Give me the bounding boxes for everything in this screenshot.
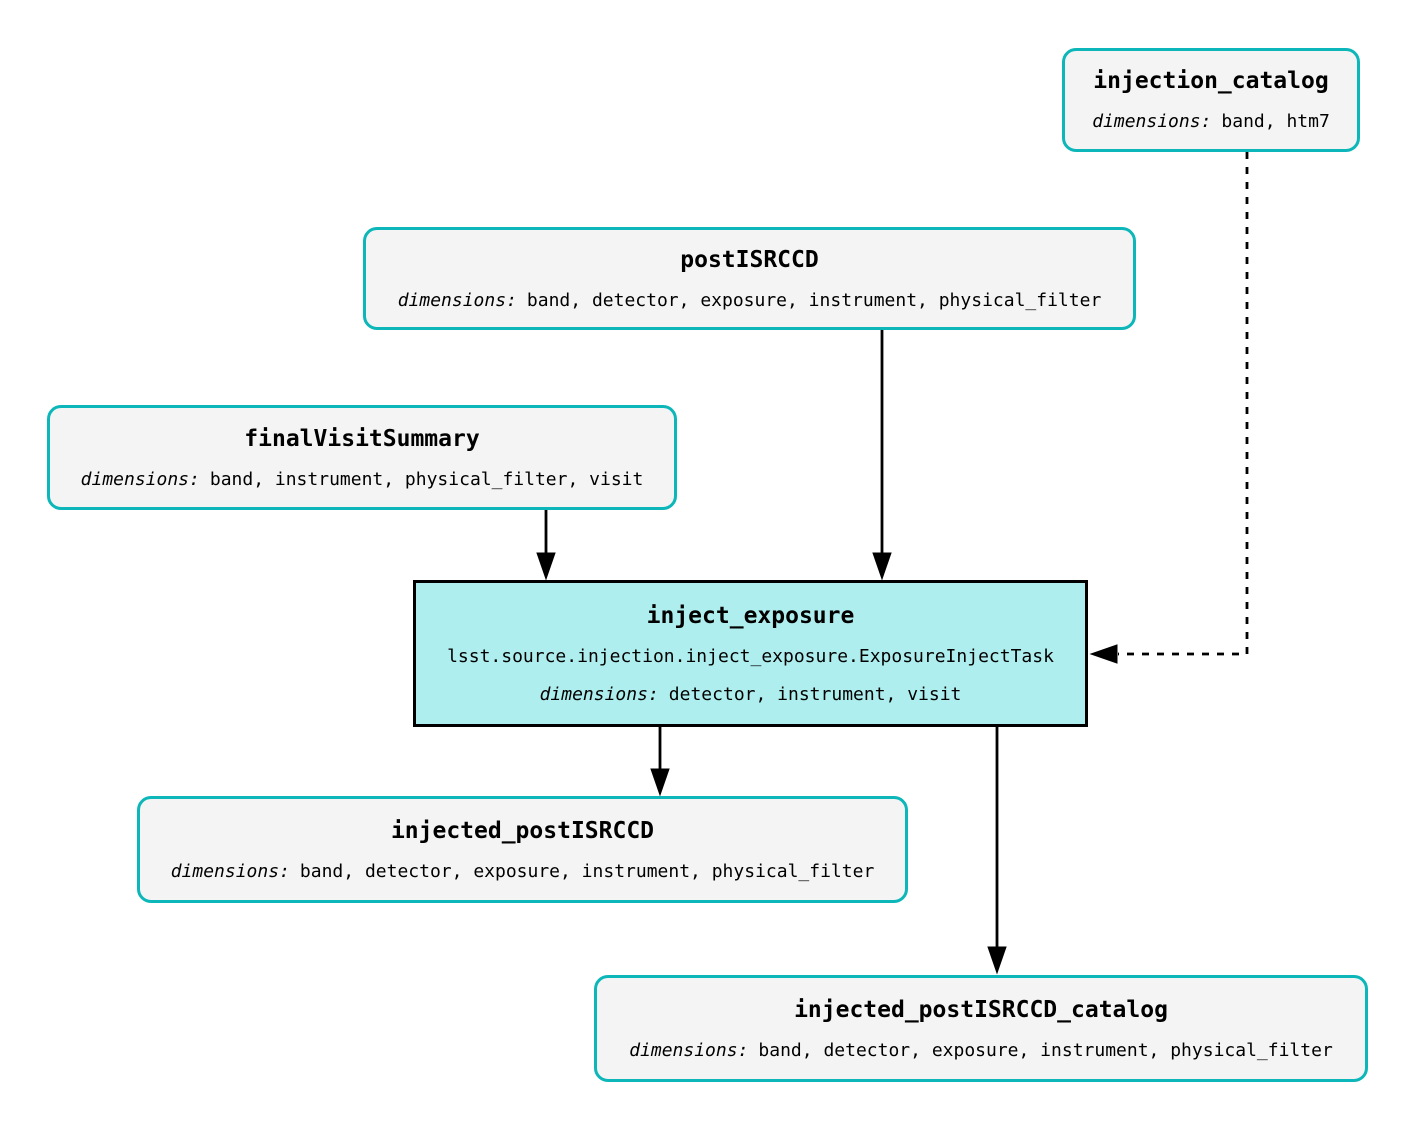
dimensions-value: detector, instrument, visit [668, 683, 962, 705]
edge-postisrccd-to-inject-exposure [872, 330, 892, 581]
dimensions-value: band, detector, exposure, instrument, ph… [299, 860, 875, 882]
dataset-node-postisrccd: postISRCCD dimensions: band, detector, ex… [363, 227, 1136, 330]
node-title: finalVisitSummary [244, 425, 480, 452]
node-title: injected_postISRCCD_catalog [794, 996, 1168, 1023]
node-dimensions: dimensions: detector, instrument, visit [539, 683, 962, 705]
dimensions-label: dimensions: [539, 683, 659, 705]
dimensions-value: band, instrument, physical_filter, visit [209, 468, 644, 490]
node-dimensions: dimensions: band, htm7 [1092, 112, 1330, 132]
arrowhead-left-icon [1089, 644, 1118, 664]
task-node-inject-exposure: inject_exposure lsst.source.injection.in… [413, 580, 1088, 727]
node-dimensions: dimensions: band, detector, exposure, ins… [170, 860, 875, 882]
dimensions-label: dimensions: [80, 468, 200, 490]
node-dimensions: dimensions: band, detector, exposure, ins… [629, 1039, 1333, 1061]
node-dimensions: dimensions: band, instrument, physical_fi… [80, 468, 644, 490]
dataset-node-injection-catalog: injection_catalog dimensions: band, htm7 [1062, 48, 1360, 152]
node-title: postISRCCD [680, 246, 819, 273]
node-title: injection_catalog [1093, 68, 1329, 94]
edge-finalvisitsummary-to-inject-exposure [536, 510, 556, 581]
node-title: inject_exposure [646, 602, 855, 629]
task-class: lsst.source.injection.inject_exposure.Ex… [447, 645, 1054, 667]
arrowhead-down-icon [650, 768, 670, 797]
dimensions-label: dimensions: [170, 860, 290, 882]
arrowhead-down-icon [536, 552, 556, 581]
arrowhead-down-icon [872, 552, 892, 581]
edge-inject-exposure-to-injected-postisrccd-catalog [987, 727, 1007, 975]
node-dimensions: dimensions: band, detector, exposure, ins… [397, 289, 1102, 311]
dimensions-value: band, detector, exposure, instrument, ph… [526, 289, 1102, 311]
dimensions-label: dimensions: [397, 289, 517, 311]
dimensions-label: dimensions: [629, 1039, 749, 1061]
dataset-node-injected-postisrccd-catalog: injected_postISRCCD_catalog dimensions: b… [594, 975, 1368, 1082]
dimensions-value: band, detector, exposure, instrument, ph… [758, 1039, 1333, 1061]
dataset-node-injected-postisrccd: injected_postISRCCD dimensions: band, det… [137, 796, 908, 903]
dimensions-label: dimensions: [1092, 111, 1212, 132]
node-title: injected_postISRCCD [390, 817, 655, 844]
dataset-node-finalvisitsummary: finalVisitSummary dimensions: band, instr… [47, 405, 677, 510]
edge-inject-exposure-to-injected-postisrccd [650, 727, 670, 797]
arrowhead-down-icon [987, 946, 1007, 975]
dimensions-value: band, htm7 [1221, 111, 1330, 132]
